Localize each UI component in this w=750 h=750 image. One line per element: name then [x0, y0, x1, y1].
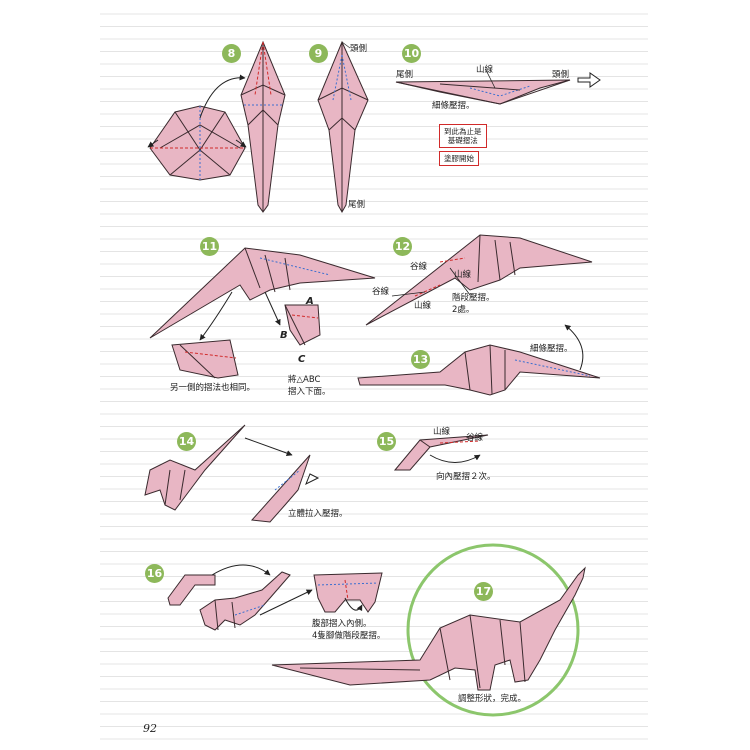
step10-mountain-label: 山線	[476, 65, 494, 75]
step11-arrow-right	[264, 291, 281, 326]
step12-caption-line2: 2處。	[452, 305, 475, 315]
step10-figure	[395, 79, 571, 105]
step15-figure	[393, 434, 489, 471]
step15-arrow	[429, 454, 481, 463]
step10-note-base-line1: 到此為止是	[444, 127, 482, 136]
step14-badge: 14	[177, 432, 196, 451]
step11-badge: 11	[200, 237, 219, 256]
step10-note-base-line2: 基礎摺法	[447, 136, 478, 145]
step11-caption-right: 將△ABC 摺入下面。	[288, 374, 331, 398]
step8-badge: 8	[222, 44, 241, 63]
step17-badge: 17	[474, 582, 493, 601]
step8-arrow-left	[147, 139, 159, 148]
step10-caption: 細條壓摺。	[432, 101, 475, 111]
step12-badge: 12	[393, 237, 412, 256]
step16-caption: 腹部摺入內側。 4隻腳做階段壓摺。	[312, 618, 385, 642]
step12-pointer-2	[391, 291, 426, 297]
step8-base-figure	[149, 105, 246, 181]
step12-valley-bottom-label: 谷線	[372, 287, 390, 297]
step17-dinosaur-figure	[271, 566, 586, 691]
step14-push-arrow	[305, 473, 320, 486]
step16-arrow-1	[211, 564, 271, 576]
step10-note-glue: 塗膠開始	[439, 151, 479, 166]
step10-tail-label: 尾側	[396, 70, 414, 80]
step16-caption-line1: 腹部摺入內側。	[312, 619, 372, 629]
step11-figure	[149, 247, 376, 339]
step10-note-base: 到此為止是 基礎摺法	[439, 124, 487, 148]
step14-arrow	[244, 437, 293, 456]
step16-legs-detail	[313, 572, 383, 613]
step15-caption: 向內壓摺２次。	[436, 472, 496, 482]
step12-caption: 階段壓摺。 2處。	[452, 292, 495, 316]
step9-head-label: 頭側	[350, 44, 368, 54]
step12-mountain-top-label: 山線	[454, 270, 472, 280]
step16-caption-line2: 4隻腳做階段壓摺。	[312, 631, 386, 641]
step14-caption: 立體拉入壓摺。	[288, 509, 348, 519]
step9-tail-label: 尾側	[348, 200, 366, 210]
step13-arrow	[564, 324, 584, 371]
step16-head-figure	[167, 574, 216, 606]
step10-head-label: 頭側	[552, 70, 570, 80]
step10-badge: 10	[402, 44, 421, 63]
step14-detail	[250, 454, 311, 523]
step14-figure	[144, 424, 246, 511]
step17-caption: 調整形狀，完成。	[458, 694, 527, 704]
step8-diamond-figure	[240, 40, 286, 213]
step11-point-c: C	[298, 354, 306, 365]
step9-badge: 9	[309, 44, 328, 63]
step12-mountain-bottom-label: 山線	[414, 301, 432, 311]
step15-badge: 15	[377, 432, 396, 451]
step8-arrow	[199, 74, 246, 119]
step15-mountain-label: 山線	[433, 427, 451, 437]
step11-caption-left: 另一側的摺法也相同。	[170, 383, 256, 393]
step16-body-figure	[199, 571, 291, 631]
step11-caption-right-line2: 摺入下面。	[288, 387, 331, 397]
step11-point-b: B	[280, 330, 288, 341]
step9-head-pointer	[341, 41, 351, 49]
step16-badge: 16	[145, 564, 164, 583]
step17-ring	[406, 543, 580, 717]
step12-caption-line1: 階段壓摺。	[452, 293, 495, 303]
step9-figure	[317, 40, 369, 214]
step10-note-glue-text: 塗膠開始	[444, 154, 474, 163]
step13-figure	[357, 344, 601, 396]
step10-pointer	[485, 69, 496, 89]
step10-direction-arrow	[577, 72, 601, 88]
step11-caption-right-line1: 將△ABC	[288, 375, 321, 385]
step12-valley-top-label: 谷線	[410, 262, 428, 272]
step11-arrow-left	[199, 291, 233, 341]
step11-detail-left	[171, 339, 239, 379]
page-number: 92	[143, 722, 157, 735]
step12-pointer-1	[449, 267, 471, 296]
step16-curl-arrow	[344, 597, 363, 612]
step8-arrow-right	[235, 139, 247, 148]
step16-arrow-2	[259, 589, 313, 616]
step11-detail-right	[284, 304, 321, 346]
step13-badge: 13	[411, 350, 430, 369]
step13-caption: 細條壓摺。	[530, 344, 573, 354]
step11-point-a: A	[306, 296, 314, 307]
step15-valley-label: 谷線	[466, 433, 484, 443]
